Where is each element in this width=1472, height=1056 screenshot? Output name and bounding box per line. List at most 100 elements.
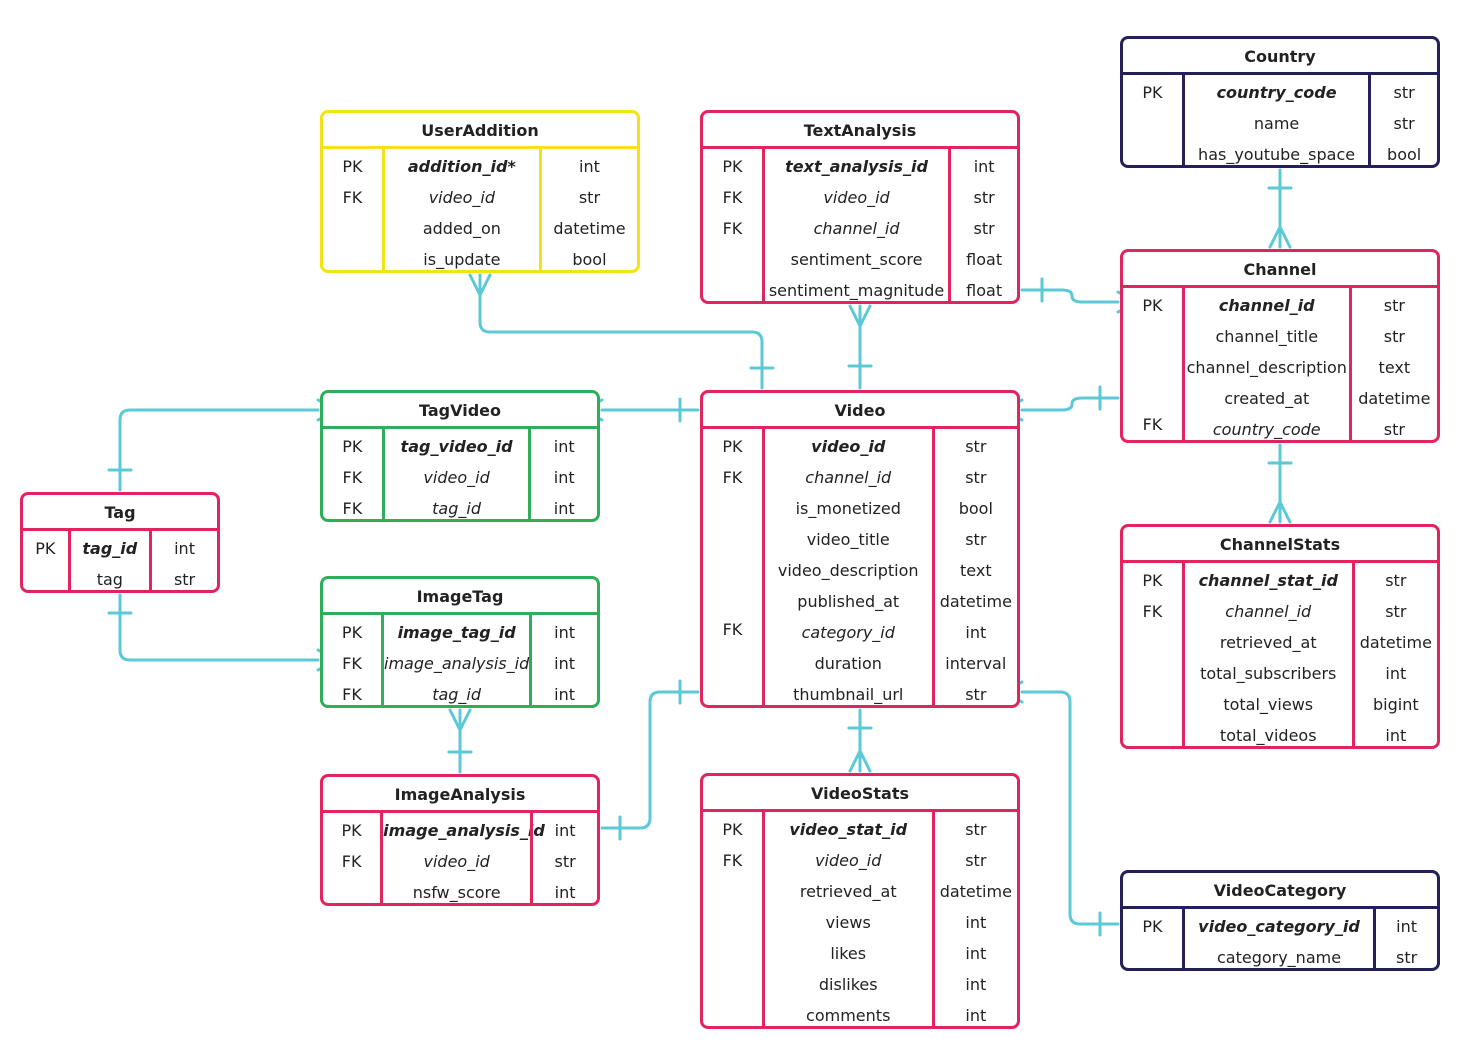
field-type: str xyxy=(965,820,987,839)
key-marker: FK xyxy=(1142,602,1163,621)
field-type: str xyxy=(973,188,995,207)
field-type: int xyxy=(554,883,576,902)
entity-title: Channel xyxy=(1123,252,1437,288)
entity-title: TextAnalysis xyxy=(703,113,1017,149)
key-marker xyxy=(703,966,762,996)
field-type: datetime xyxy=(1358,389,1431,408)
key-marker xyxy=(1123,380,1182,409)
field-type: str xyxy=(965,530,987,549)
field-name: name xyxy=(1253,114,1300,133)
field-name: video_description xyxy=(777,561,919,580)
field-name: retrieved_at xyxy=(1219,633,1317,652)
many-marker xyxy=(468,273,492,297)
key-marker xyxy=(703,675,762,705)
field-type: datetime xyxy=(553,219,626,238)
field-name: category_id xyxy=(801,623,895,642)
field-type: str xyxy=(1383,296,1405,315)
field-type: int xyxy=(579,157,600,176)
field-type: str xyxy=(1383,420,1405,439)
field-name: country_code xyxy=(1216,83,1337,102)
field-name: published_at xyxy=(797,592,900,611)
key-marker: FK xyxy=(342,468,363,487)
field-name: sentiment_score xyxy=(790,250,923,269)
many-marker xyxy=(448,708,472,732)
field-name: channel_id xyxy=(1225,602,1312,621)
field-type: datetime xyxy=(1359,633,1432,652)
key-marker: FK xyxy=(341,852,362,871)
entity-title: UserAddition xyxy=(323,113,637,149)
field-name: total_videos xyxy=(1219,726,1317,745)
field-name: image_analysis_id xyxy=(383,821,545,840)
key-marker xyxy=(703,244,762,273)
key-column: PK xyxy=(1123,909,1182,968)
key-marker xyxy=(703,906,762,936)
field-name: video_id xyxy=(423,852,490,871)
field-type: int xyxy=(553,468,575,487)
field-type: bool xyxy=(1387,145,1422,164)
key-marker xyxy=(1123,657,1182,687)
key-marker: PK xyxy=(722,820,743,839)
key-marker xyxy=(323,242,382,271)
field-type: str xyxy=(1385,602,1407,621)
field-name: likes xyxy=(830,944,867,963)
key-marker xyxy=(703,553,762,583)
field-type: int xyxy=(965,913,987,932)
key-marker: PK xyxy=(1142,917,1163,936)
field-type: datetime xyxy=(939,882,1012,901)
field-name: video_id xyxy=(811,437,886,456)
field-type: int xyxy=(1396,917,1418,936)
field-type: int xyxy=(965,975,987,994)
field-name: video_title xyxy=(806,530,890,549)
field-name: dislikes xyxy=(818,975,878,994)
relationship-line xyxy=(118,408,320,492)
field-name: video_category_id xyxy=(1198,917,1360,936)
key-marker: FK xyxy=(722,851,743,870)
field-name: text_analysis_id xyxy=(785,157,928,176)
field-type: int xyxy=(965,944,987,963)
field-name: views xyxy=(825,913,871,932)
key-column: PK xyxy=(1123,75,1182,165)
field-type: int xyxy=(965,623,987,642)
field-name: tag_id xyxy=(82,539,138,558)
key-marker xyxy=(23,564,68,590)
field-name: addition_id* xyxy=(407,157,516,176)
field-type: str xyxy=(1396,948,1418,967)
field-name: added_on xyxy=(422,219,501,238)
field-type: int xyxy=(553,437,575,456)
many-marker xyxy=(848,749,872,773)
key-marker: FK xyxy=(722,219,743,238)
field-name: duration xyxy=(814,654,882,673)
relationship-line xyxy=(1020,288,1120,304)
entity-title: VideoStats xyxy=(703,776,1017,812)
field-name: channel_id xyxy=(805,468,892,487)
field-name: video_id xyxy=(823,188,890,207)
key-marker: FK xyxy=(342,654,362,673)
